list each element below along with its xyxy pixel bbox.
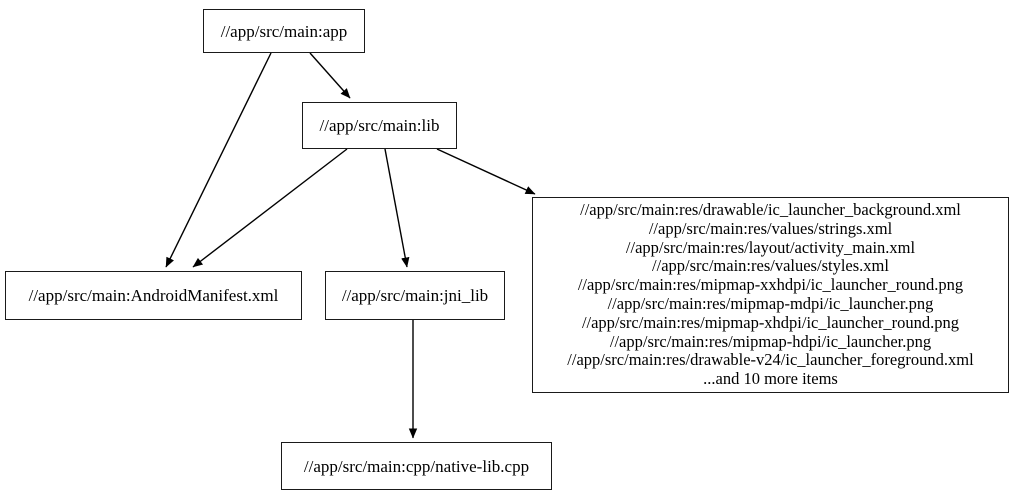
res-group-line: //app/src/main:res/mipmap-hdpi/ic_launch… [609,331,932,351]
res-group-line: //app/src/main:res/mipmap-xhdpi/ic_launc… [581,312,960,332]
res-group-more-items: ...and 10 more items [703,369,838,389]
node-android-manifest: //app/src/main:AndroidManifest.xml [5,271,302,320]
edge-app-to-lib [309,52,351,99]
res-group-line: //app/src/main:res/values/styles.xml [652,256,889,276]
node-android-manifest-label: //app/src/main:AndroidManifest.xml [28,286,279,305]
node-res-group: //app/src/main:res/drawable/ic_launcher_… [532,197,1009,393]
edge-lib-to-res-group [436,148,536,195]
node-app: //app/src/main:app [203,9,365,53]
node-lib: //app/src/main:lib [302,102,457,149]
node-jni-lib: //app/src/main:jni_lib [325,271,505,320]
res-group-line: //app/src/main:res/drawable-v24/ic_launc… [567,350,974,370]
node-jni-lib-label: //app/src/main:jni_lib [341,286,489,305]
node-lib-label: //app/src/main:lib [319,116,440,135]
edge-app-to-android-manifest [165,52,272,268]
node-native-lib: //app/src/main:cpp/native-lib.cpp [281,442,552,490]
res-group-line: //app/src/main:res/drawable/ic_launcher_… [580,200,961,220]
edge-lib-to-android-manifest [192,148,348,268]
res-group-line: //app/src/main:res/values/strings.xml [648,218,893,238]
node-app-label: //app/src/main:app [220,21,348,41]
res-group-line: //app/src/main:res/mipmap-xxhdpi/ic_laun… [577,275,964,295]
res-group-line: //app/src/main:res/layout/activity_main.… [625,237,916,257]
res-group-line: //app/src/main:res/mipmap-mdpi/ic_launch… [607,294,934,313]
edge-lib-to-jni-lib [384,148,410,268]
node-native-lib-label: //app/src/main:cpp/native-lib.cpp [303,456,530,476]
